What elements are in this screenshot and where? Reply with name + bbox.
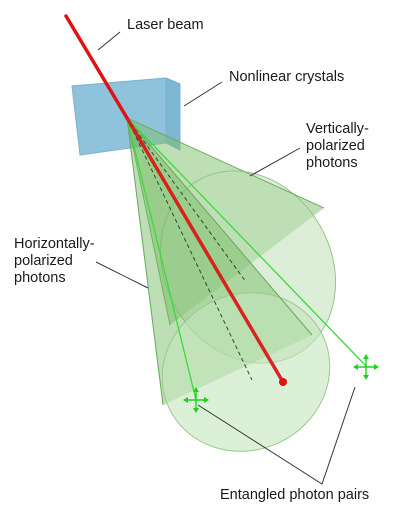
photon-paths bbox=[126, 117, 367, 401]
entangled-marker-left-icon bbox=[183, 387, 209, 413]
cone-axes bbox=[126, 117, 253, 381]
leader-lines bbox=[95, 31, 356, 485]
laser-beam bbox=[64, 14, 287, 386]
label-vertically-polarized-photons: Vertically- polarized photons bbox=[306, 121, 369, 171]
horizontal-photon-cone bbox=[126, 117, 331, 452]
label-laser-beam: Laser beam bbox=[127, 17, 204, 33]
entangled-marker-right-icon bbox=[353, 354, 379, 380]
label-nonlinear-crystals: Nonlinear crystals bbox=[229, 69, 345, 85]
label-entangled-photon-pairs: Entangled photon pairs bbox=[220, 487, 370, 503]
label-horizontally-polarized-photons: Horizontally- polarized photons bbox=[14, 236, 95, 286]
